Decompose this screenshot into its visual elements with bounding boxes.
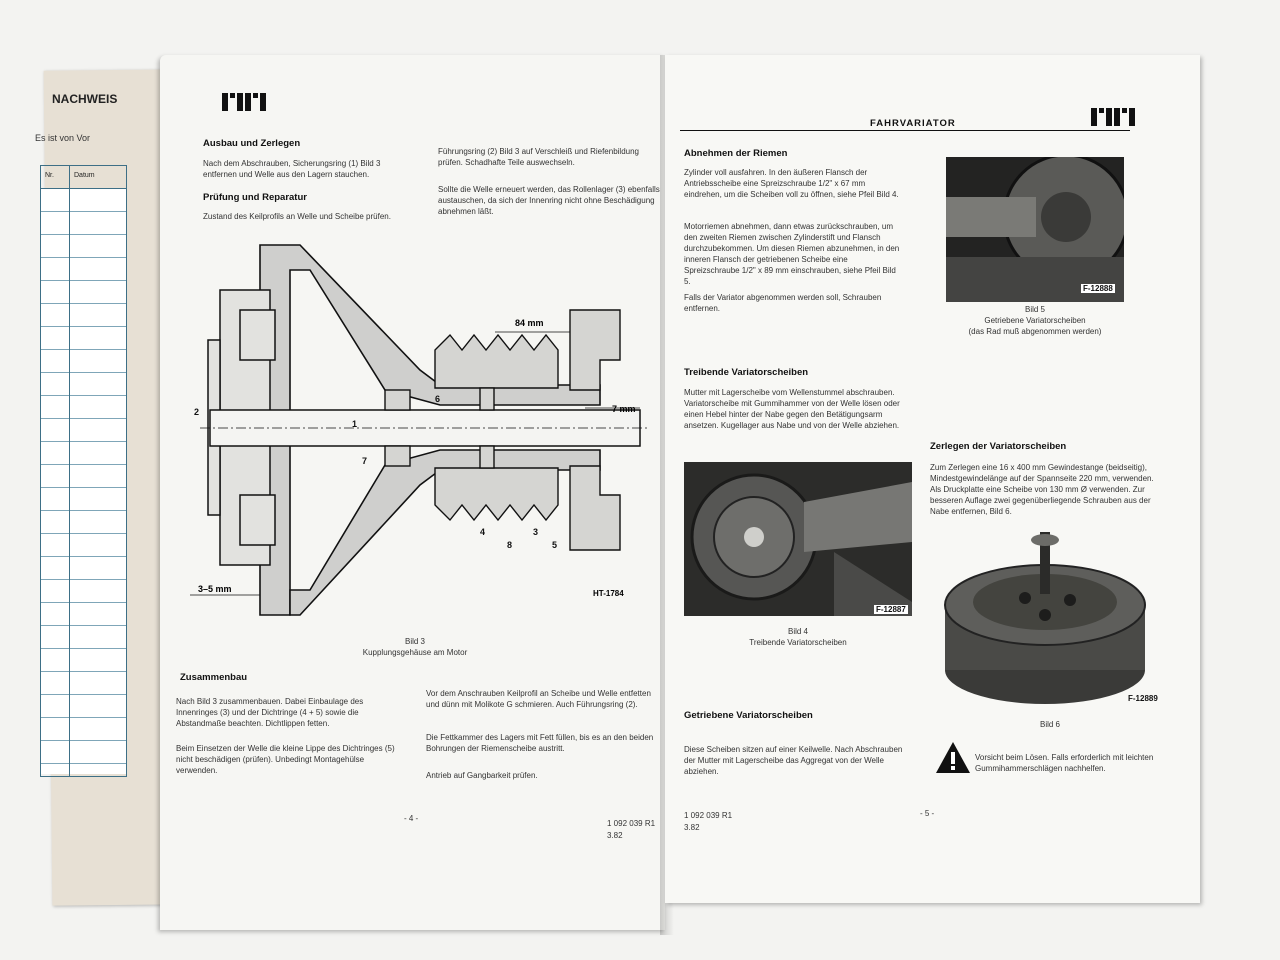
text-zusammenbau-2: Beim Einsetzen der Welle die kleine Lipp… [176,744,395,775]
callout-6: 6 [435,394,440,404]
text-welle: Sollte die Welle erneuert werden, das Ro… [438,185,660,216]
callout-7: 7 [362,456,367,466]
figure-3-caption: Kupplungsgehäuse am Motor [362,648,468,657]
text-antrieb: Antrieb auf Gangbarkeit prüfen. [426,771,538,780]
heading-zerlegen: Zerlegen der Variatorscheiben [930,441,1067,452]
callout-4: 4 [480,527,485,537]
coupling-housing-diagram: 84 mm 7 mm 3–5 mm 2 1 7 6 4 8 3 5 HT-178… [190,244,650,616]
bearing-bottom [384,445,411,467]
figure-5-note: (das Rad muß abgenommen werden) [968,327,1102,336]
text-zerlegen: Zum Zerlegen eine 16 x 400 mm Gewindesta… [930,463,1154,516]
text-zylinder: Zylinder voll ausfahren. In den äußeren … [684,168,899,199]
text-pruefung: Zustand des Keilprofils an Welle und Sch… [203,212,391,221]
heading-ausbau: Ausbau und Zerlegen [203,138,301,149]
heading-zusammenbau: Zusammenbau [180,672,248,683]
diagram-code: HT-1784 [593,589,624,598]
callout-1: 1 [352,419,357,429]
photo-bild-6 [940,520,1150,710]
figure-4-caption: Treibende Variatorscheiben [749,638,847,647]
photo-bild-4 [684,462,912,616]
pulley-grooves-top [434,333,559,389]
bearing-top [384,389,411,411]
variator-flange-top [569,309,621,391]
doc-number-left: 1 092 039 R1 [607,819,656,828]
heading-abnehmen-riemen: Abnehmen der Riemen [684,148,788,159]
doc-number-right: 1 092 039 R1 [684,811,733,820]
pulley-grooves-bottom [434,467,559,522]
photo-bild-5 [946,157,1124,302]
warning-text: Vorsicht beim Lösen. Falls erforderlich … [975,753,1154,773]
doc-date-left: 3.82 [607,831,623,840]
ih-logo-icon [222,93,266,111]
heading-getriebene: Getriebene Variatorscheiben [684,710,813,721]
back-booklet-title: NACHWEIS [52,92,118,106]
photo-code-12887: F-12887 [874,605,908,614]
text-ausbau: Nach dem Abschrauben, Sicherungsring (1)… [203,159,381,179]
doc-date-right: 3.82 [684,823,700,832]
text-motorriemen: Motorriemen abnehmen, dann etwas zurücks… [684,222,900,286]
table-header-datum: Datum [74,172,95,179]
photo-code-12889: F-12889 [1128,694,1158,703]
figure-3-title: Bild 3 [404,637,425,646]
ih-logo-icon-right [1091,108,1135,126]
text-fettkammer: Die Fettkammer des Lagers mit Fett fülle… [426,733,654,753]
dim-label-7: 7 mm [612,404,636,414]
text-variator-abnehmen: Falls der Variator abgenommen werden sol… [684,293,882,313]
callout-5: 5 [552,540,557,550]
dim-label-84: 84 mm [515,318,544,328]
housing-lower [289,449,601,616]
heading-treibende: Treibende Variatorscheiben [684,367,809,378]
page-number-5: - 5 - [920,809,935,818]
figure-6-title: Bild 6 [1039,720,1060,729]
table-header-nr: Nr. [41,166,70,188]
callout-2: 2 [194,407,199,417]
text-getriebene: Diese Scheiben sitzen auf einer Keilwell… [684,745,903,776]
page-number-4: - 4 - [404,814,419,823]
text-zusammenbau-1: Nach Bild 3 zusammenbauen. Dabei Einbaul… [176,697,364,728]
callout-3: 3 [533,527,538,537]
figure-5-title: Bild 5 [1024,305,1045,314]
callout-8: 8 [507,540,512,550]
header-rule [680,130,1130,131]
figure-4-title: Bild 4 [787,627,808,636]
back-booklet-table: Nr. Datum [40,165,127,777]
photo-code-12888: F-12888 [1081,284,1115,293]
text-mutter: Mutter mit Lagerscheibe vom Wellenstumme… [684,388,900,430]
seal-top [479,387,495,411]
header-title: FAHRVARIATOR [870,118,956,129]
text-fuehrungsring: Führungsring (2) Bild 3 auf Verschleiß u… [438,147,640,167]
warning-icon [936,742,970,773]
figure-5-caption: Getriebene Variatorscheiben [984,316,1086,325]
dim-label-3-5: 3–5 mm [198,584,232,594]
back-booklet-text: Es ist von Vor [35,133,91,143]
text-anschrauben: Vor dem Anschrauben Keilprofil an Scheib… [426,689,651,709]
heading-pruefung: Prüfung und Reparatur [203,192,307,203]
variator-flange-bottom [569,465,621,551]
flange-bolts [239,309,276,546]
seal-bottom [479,445,495,469]
